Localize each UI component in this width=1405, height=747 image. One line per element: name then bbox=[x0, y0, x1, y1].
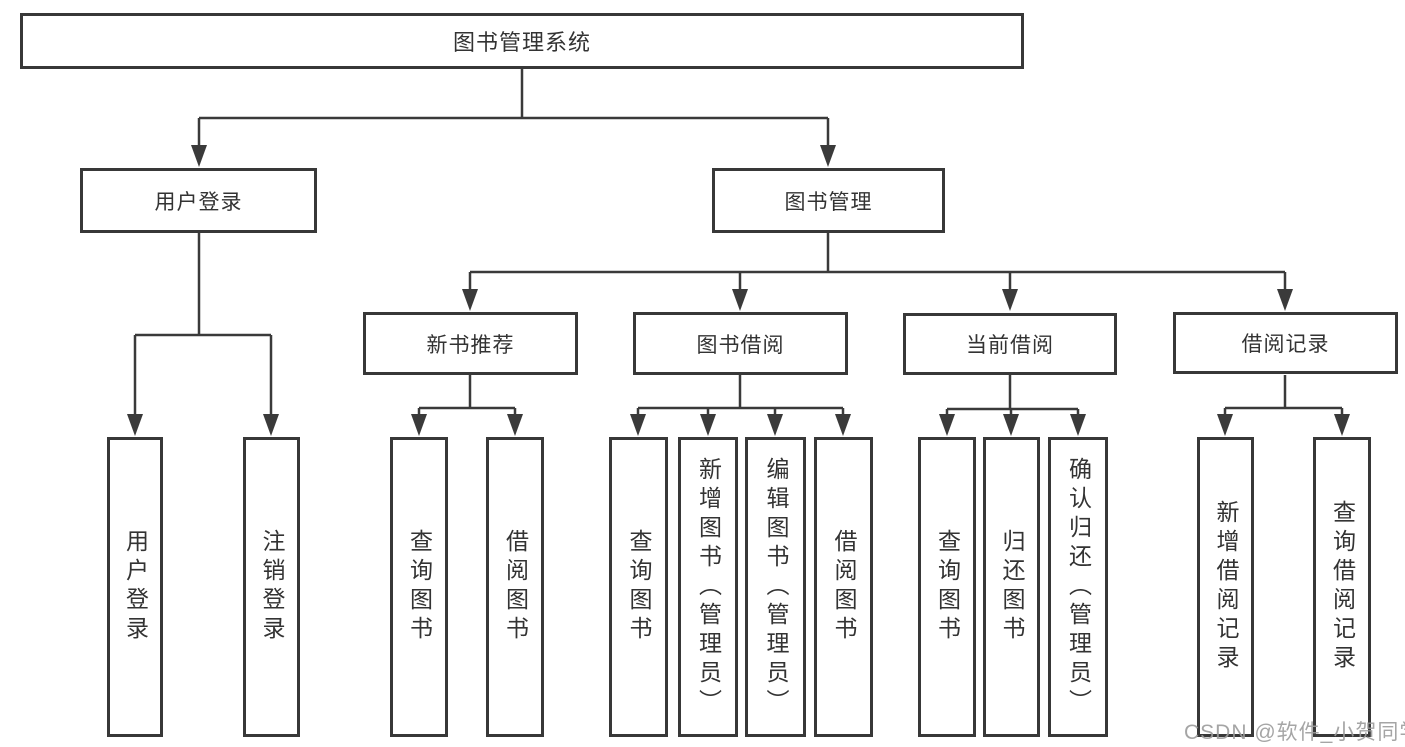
leaf-edit-book-admin: 编辑图书（管理员） bbox=[745, 437, 806, 737]
leaf-edit-book-admin-label: 编辑图书（管理员） bbox=[763, 456, 789, 718]
node-book-borrowing-label: 图书借阅 bbox=[696, 333, 785, 357]
leaf-borrow-books-recommend-label: 借阅图书 bbox=[502, 529, 529, 645]
connector-paths bbox=[133, 69, 1344, 421]
node-current-borrowing-label: 当前借阅 bbox=[966, 334, 1054, 357]
node-root-library-management-system: 图书管理系统 bbox=[20, 13, 1024, 69]
arrowheads bbox=[127, 145, 1350, 436]
leaf-query-books-current-label: 查询图书 bbox=[934, 529, 961, 645]
leaf-add-borrow-record-label: 新增借阅记录 bbox=[1213, 500, 1239, 674]
leaf-query-books-recommend: 查询图书 bbox=[390, 437, 448, 737]
leaf-confirm-return-admin-label: 确认归还（管理员） bbox=[1065, 456, 1092, 718]
leaf-borrow-books-label: 借阅图书 bbox=[831, 529, 857, 645]
leaf-query-books-current: 查询图书 bbox=[918, 437, 976, 737]
leaf-query-borrow-record: 查询借阅记录 bbox=[1313, 437, 1371, 737]
leaf-logout: 注销登录 bbox=[243, 437, 300, 737]
node-borrowing-records-label: 借阅记录 bbox=[1241, 333, 1330, 356]
watermark: CSDN @软件_小贺同学 bbox=[1184, 721, 1405, 744]
leaf-query-books-recommend-label: 查询图书 bbox=[406, 529, 433, 645]
node-user-login: 用户登录 bbox=[80, 168, 317, 233]
leaf-confirm-return-admin: 确认归还（管理员） bbox=[1048, 437, 1108, 737]
leaf-user-login: 用户登录 bbox=[107, 437, 163, 737]
leaf-return-book: 归还图书 bbox=[983, 437, 1040, 737]
leaf-logout-label: 注销登录 bbox=[259, 529, 285, 645]
node-book-borrowing: 图书借阅 bbox=[633, 312, 848, 375]
node-current-borrowing: 当前借阅 bbox=[903, 313, 1117, 375]
leaf-query-books-borrowing: 查询图书 bbox=[609, 437, 668, 737]
leaf-borrow-books-recommend: 借阅图书 bbox=[486, 437, 544, 737]
node-new-book-recommendation: 新书推荐 bbox=[363, 312, 578, 375]
leaf-query-books-borrowing-label: 查询图书 bbox=[626, 529, 652, 645]
leaf-add-book-admin-label: 新增图书（管理员） bbox=[695, 456, 722, 718]
leaf-query-borrow-record-label: 查询借阅记录 bbox=[1329, 500, 1356, 674]
node-user-login-label: 用户登录 bbox=[154, 190, 243, 214]
leaf-user-login-label: 用户登录 bbox=[122, 529, 149, 645]
leaf-return-book-label: 归还图书 bbox=[999, 529, 1025, 645]
node-root-label: 图书管理系统 bbox=[452, 30, 591, 55]
leaf-borrow-books: 借阅图书 bbox=[814, 437, 873, 737]
node-book-management: 图书管理 bbox=[712, 168, 945, 233]
node-borrowing-records: 借阅记录 bbox=[1173, 312, 1398, 374]
node-book-management-label: 图书管理 bbox=[784, 190, 873, 214]
leaf-add-book-admin: 新增图书（管理员） bbox=[678, 437, 738, 737]
node-new-book-recommendation-label: 新书推荐 bbox=[426, 333, 515, 357]
leaf-add-borrow-record: 新增借阅记录 bbox=[1197, 437, 1254, 737]
